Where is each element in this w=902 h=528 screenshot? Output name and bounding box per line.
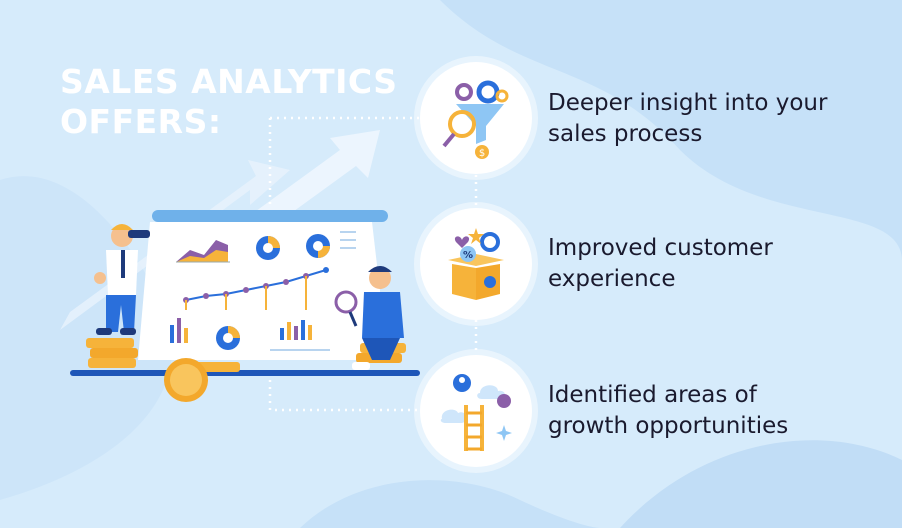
- title-line-2: OFFERS:: [60, 102, 222, 141]
- gift-box-icon: %: [448, 228, 504, 300]
- donut-chart-graphic: [216, 234, 330, 350]
- benefit-item-1: Deeper insight into your sales process: [548, 88, 827, 150]
- ladder-growth-icon: [440, 374, 512, 451]
- funnel-insight-icon: $: [442, 80, 509, 159]
- benefit-icon-circle-1: $: [420, 62, 532, 174]
- benefit-3-line-2: growth opportunities: [548, 413, 789, 439]
- analytics-illustration: [70, 210, 420, 402]
- area-chart-graphic: [176, 240, 230, 263]
- benefit-1-line-1: Deeper insight into your: [548, 90, 828, 116]
- benefit-2-line-1: Improved customer: [548, 235, 773, 261]
- coin-dollar-text: $: [479, 148, 485, 159]
- bar-chart-graphic: [170, 318, 312, 343]
- page-title: SALES ANALYTICS OFFERS:: [60, 62, 400, 142]
- benefit-1-line-2: sales process: [548, 121, 703, 147]
- benefit-icon-circle-2: %: [420, 208, 532, 320]
- benefit-item-3: Identified areas of growth opportunities: [548, 380, 788, 442]
- person-with-magnifier-graphic: [334, 266, 404, 370]
- person-with-binoculars-graphic: [94, 224, 150, 335]
- benefit-2-line-2: experience: [548, 266, 676, 292]
- benefit-item-2: Improved customer experience: [548, 233, 773, 295]
- title-line-1: SALES ANALYTICS: [60, 62, 398, 101]
- benefit-icon-circle-3: [420, 355, 532, 467]
- line-chart-graphic: [183, 267, 329, 310]
- percent-badge: %: [463, 250, 473, 261]
- benefit-3-line-1: Identified areas of: [548, 382, 757, 408]
